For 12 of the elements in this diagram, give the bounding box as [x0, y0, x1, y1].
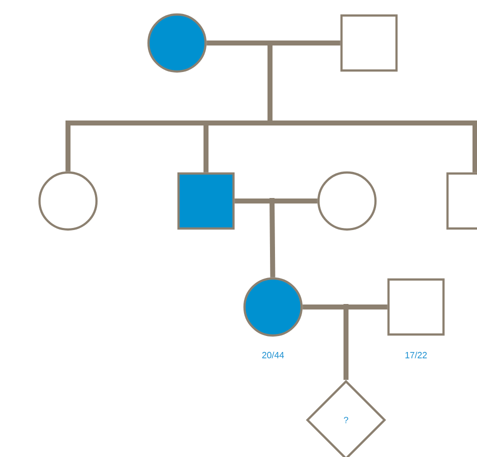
ratio-label: 20/44 [262, 352, 284, 358]
female-circle [38, 171, 98, 231]
female-circle [243, 277, 303, 337]
male-square [387, 278, 445, 336]
pedigree-line [302, 304, 388, 380]
female-circle [147, 13, 207, 73]
ratio-label: 17/22 [405, 352, 427, 358]
pedigree-line [66, 40, 477, 172]
male-square [340, 14, 398, 72]
male-square [177, 172, 235, 230]
female-circle [317, 171, 377, 231]
pedigree-line [234, 198, 318, 278]
